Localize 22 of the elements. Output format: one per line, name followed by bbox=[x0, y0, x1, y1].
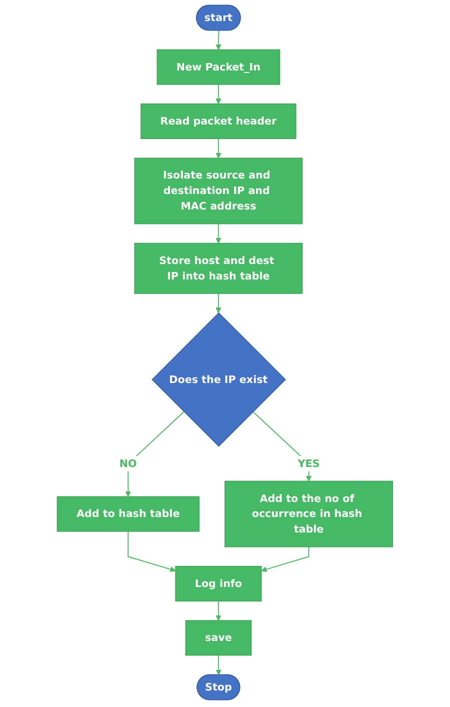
arrow bbox=[252, 411, 312, 482]
arrow bbox=[128, 530, 176, 572]
node-diamond: Does the IP exist bbox=[152, 312, 286, 447]
edge-label: NO bbox=[120, 457, 137, 470]
arrow bbox=[261, 546, 310, 572]
node-box: Add to the no of occurrence in hash table bbox=[224, 480, 394, 548]
edge-label: YES bbox=[298, 457, 320, 470]
node-box: Add to hash table bbox=[56, 496, 200, 532]
arrow bbox=[216, 138, 222, 158]
arrow bbox=[216, 654, 222, 676]
arrow bbox=[216, 223, 222, 244]
node-box: Read packet header bbox=[140, 104, 296, 140]
arrow bbox=[125, 411, 184, 497]
node-box: save bbox=[185, 620, 252, 656]
arrow bbox=[216, 30, 222, 50]
node-box: Log info bbox=[175, 566, 262, 602]
node-box: New Packet_In bbox=[156, 49, 280, 85]
arrow bbox=[216, 600, 222, 621]
arrow bbox=[216, 84, 222, 104]
node-box: Store host and dest IP into hash table bbox=[134, 242, 303, 294]
arrow bbox=[216, 293, 222, 314]
node-box: Isolate source and destination IP and MAC address bbox=[134, 158, 303, 224]
